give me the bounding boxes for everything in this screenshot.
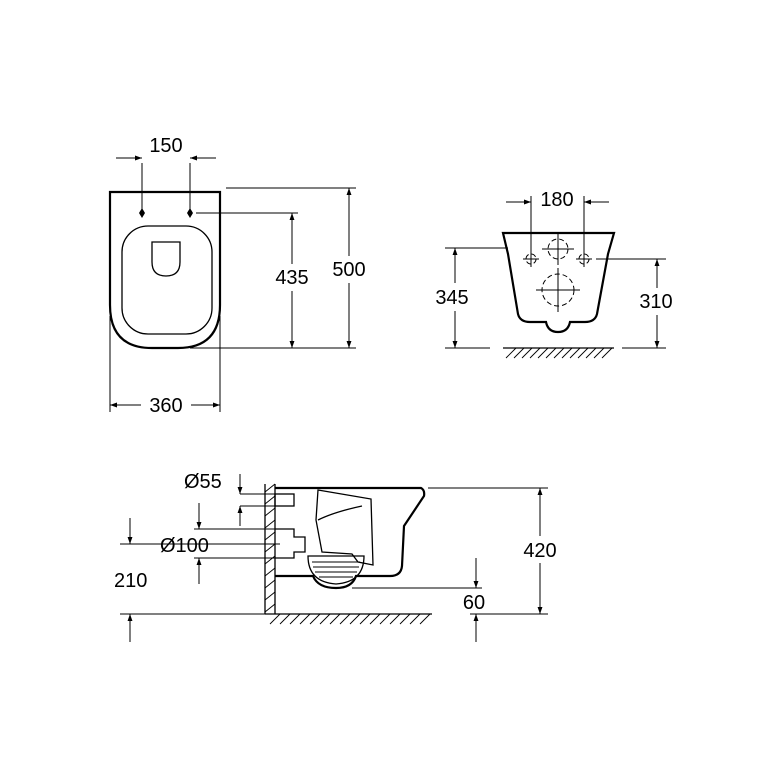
- top-view: 150 360 500 435: [108, 135, 366, 417]
- fixing-distance-label: 435: [275, 267, 308, 289]
- top-view-bowl-opening: [151, 241, 181, 277]
- water-trap: [307, 555, 365, 585]
- side-view-floor-hatch: [269, 613, 431, 625]
- rim-height-label: 345: [435, 287, 468, 309]
- rear-view-floor-hatch: [505, 347, 613, 359]
- inlet-diameter-label: Ø55: [184, 471, 222, 493]
- side-view: Ø55 Ø100 210 420 60: [114, 471, 557, 642]
- side-view-inner-bowl: [315, 489, 374, 566]
- width-label: 360: [149, 395, 182, 417]
- inlet-connector: [274, 493, 295, 507]
- hole-spacing-label: 150: [149, 135, 182, 157]
- wall-hatch: [264, 483, 276, 613]
- total-height-label: 420: [523, 540, 556, 562]
- top-view-seat: [121, 225, 213, 335]
- outlet-connector: [275, 528, 306, 559]
- bolt-height-label: 310: [639, 291, 672, 313]
- side-view-bowl-outline: [275, 486, 426, 590]
- depth-label: 500: [332, 259, 365, 281]
- bolt-spacing-label: 180: [540, 189, 573, 211]
- rear-view: 180 345 310: [435, 189, 673, 359]
- floor-clearance-label: 60: [463, 592, 485, 614]
- rear-view-outline: [501, 231, 616, 334]
- outlet-diameter-label: Ø100: [160, 535, 209, 557]
- outlet-height-label: 210: [114, 570, 147, 592]
- inlet-opening-icon: [542, 233, 574, 265]
- outlet-opening-icon: [536, 268, 580, 312]
- top-view-bowl-outline: [108, 190, 222, 350]
